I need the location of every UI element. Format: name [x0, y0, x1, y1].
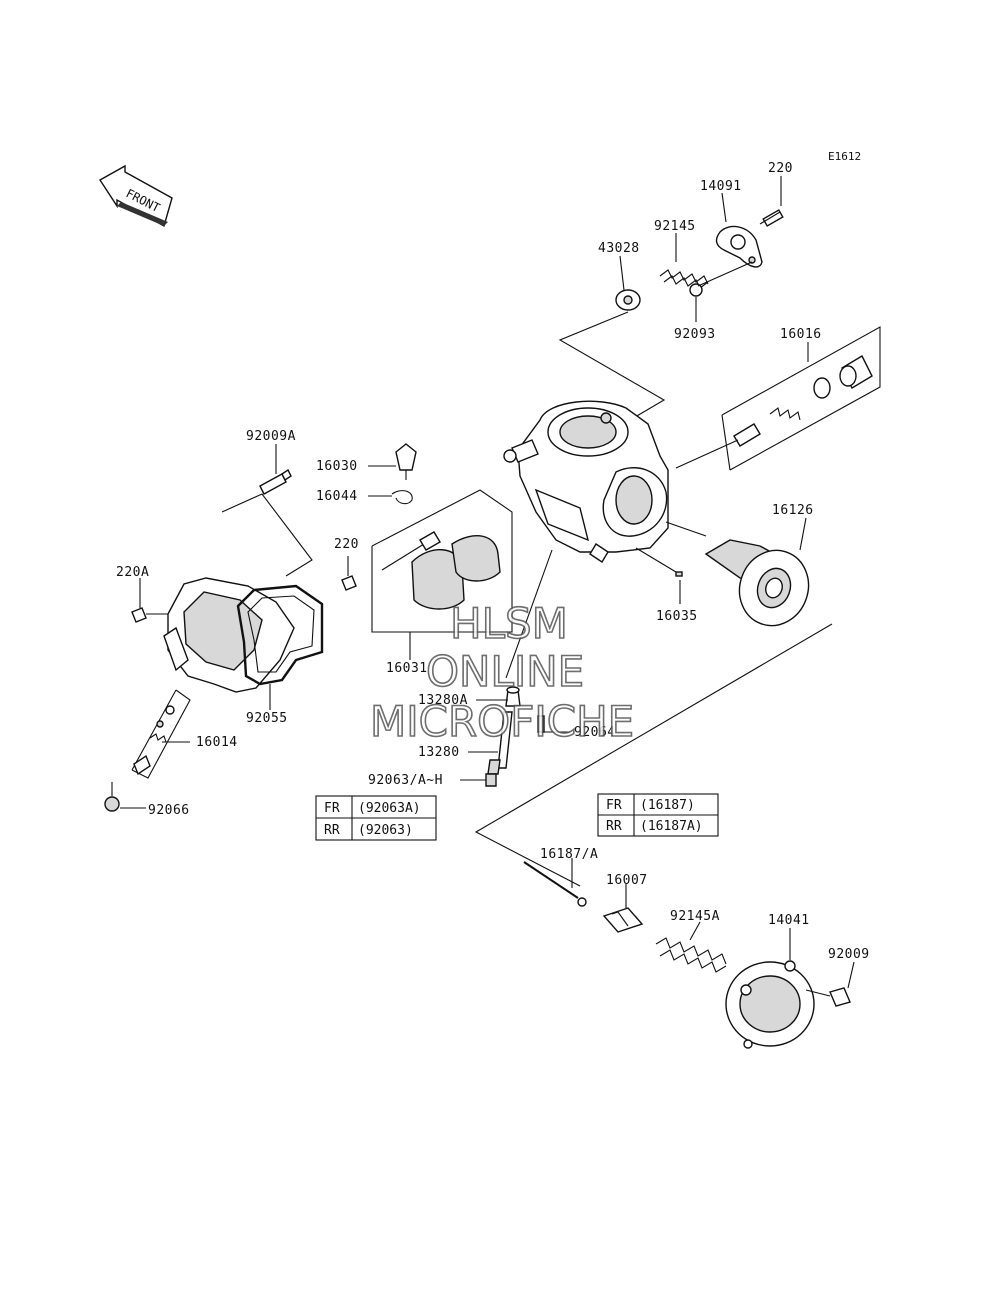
- label-16044: 16044: [316, 489, 358, 504]
- table-right-pos-0: FR: [606, 798, 622, 813]
- table-left: FR (92063A) RR (92063): [315, 795, 437, 841]
- part-14091-pump-cover: [715, 225, 763, 268]
- part-92055-gasket: [236, 584, 324, 686]
- label-92063: 92063/A~H: [368, 773, 443, 788]
- part-220A-screw: [131, 607, 168, 623]
- watermark-line1: HLSM: [450, 599, 568, 648]
- label-220-mid: 220: [334, 537, 359, 552]
- part-16035-needle: [675, 571, 683, 577]
- part-220-screw-top: [759, 209, 784, 227]
- label-16014: 16014: [196, 735, 238, 750]
- part-43028-diaphragm: [615, 289, 641, 311]
- table-right: FR (16187) RR (16187A): [597, 793, 719, 837]
- watermark-line2: ONLINE: [426, 647, 584, 696]
- label-16035: 16035: [656, 609, 698, 624]
- part-16030-float-valve: [395, 443, 417, 480]
- label-220-top: 220: [768, 161, 793, 176]
- label-92066: 92066: [148, 803, 190, 818]
- label-16187: 16187/A: [540, 847, 598, 862]
- label-92009: 92009: [828, 947, 870, 962]
- label-14091: 14091: [700, 179, 742, 194]
- part-16044-clip: [391, 490, 413, 505]
- label-43028: 43028: [598, 241, 640, 256]
- table-right-part-0: (16187): [640, 798, 695, 813]
- float-bowl: [163, 577, 295, 693]
- label-13280A: 13280A: [418, 693, 468, 708]
- label-92093: 92093: [674, 327, 716, 342]
- table-left-pos-1: RR: [324, 823, 340, 838]
- table-left-pos-0: FR: [324, 801, 340, 816]
- label-16016: 16016: [780, 327, 822, 342]
- part-16014-mixture-screw: [133, 705, 175, 776]
- part-92093-oring: [689, 283, 703, 297]
- part-16031-float: [381, 531, 501, 610]
- part-220-screw-mid: [341, 575, 357, 591]
- part-16126-vacuum-piston: [704, 539, 810, 627]
- part-92009A-screw: [259, 468, 292, 495]
- label-16031: 16031: [386, 661, 428, 676]
- part-92066-plug: [104, 796, 120, 812]
- table-right-pos-1: RR: [606, 819, 622, 834]
- label-92055: 92055: [246, 711, 288, 726]
- part-92063-main-jet: [485, 773, 497, 787]
- label-13280: 13280: [418, 745, 460, 760]
- front-arrow-icon: FRONT: [99, 164, 173, 228]
- table-left-part-0: (92063A): [358, 801, 421, 816]
- table-right-part-1: (16187A): [640, 819, 703, 834]
- label-16007: 16007: [606, 873, 648, 888]
- part-16016-choke-plunger: [733, 355, 873, 447]
- carburetor-body: [503, 400, 669, 563]
- watermark-line3: MICROFICHE: [370, 697, 634, 746]
- label-92064: 92064: [574, 725, 616, 740]
- part-16007-needle-holder: [602, 907, 644, 933]
- part-13280-needle-jet: [487, 711, 513, 775]
- label-92009A: 92009A: [246, 429, 296, 444]
- part-92009-screw: [805, 987, 851, 1007]
- label-16030: 16030: [316, 459, 358, 474]
- part-14041-top-cover: [725, 960, 815, 1049]
- label-14041: 14041: [768, 913, 810, 928]
- label-92145: 92145: [654, 219, 696, 234]
- part-92145A-spring: [655, 937, 727, 973]
- label-92145A: 92145A: [670, 909, 720, 924]
- watermark: HLSM ONLINE MICROFICHE: [369, 598, 635, 747]
- label-16126: 16126: [772, 503, 814, 518]
- part-13280A-jet: [505, 686, 521, 707]
- label-220A: 220A: [116, 565, 149, 580]
- diagram-code: E1612: [828, 150, 861, 163]
- table-left-part-1: (92063): [358, 823, 413, 838]
- part-16187-needle: [523, 861, 587, 907]
